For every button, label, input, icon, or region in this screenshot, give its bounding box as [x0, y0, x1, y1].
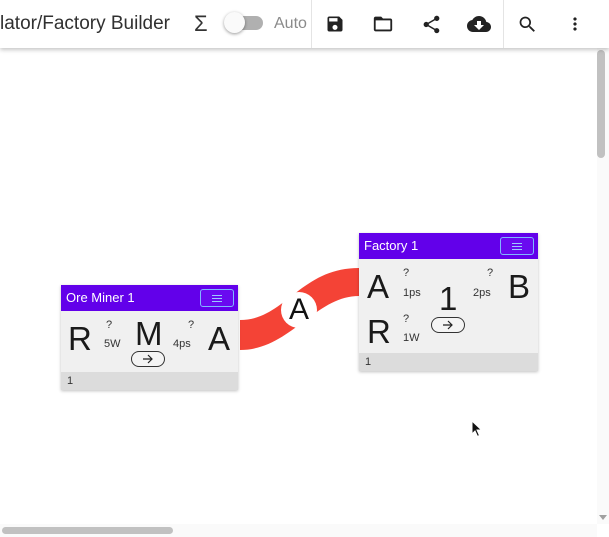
sigma-icon[interactable]: Σ — [194, 11, 208, 36]
toolbar-divider — [311, 0, 312, 48]
vertical-scroll-thumb[interactable] — [597, 50, 605, 158]
node-menu-button[interactable] — [200, 289, 234, 307]
output-rate: 2ps — [473, 287, 491, 299]
arrow-right-icon — [443, 320, 453, 330]
scroll-down-icon[interactable] — [599, 515, 607, 520]
horizontal-scroll-thumb[interactable] — [2, 527, 173, 534]
save-icon[interactable] — [323, 12, 347, 36]
input-qty: ? — [106, 319, 113, 331]
node-header: Factory 1 — [359, 233, 538, 259]
input-qty: ? — [403, 267, 410, 279]
arrow-right-icon — [143, 354, 153, 364]
menu-icon — [212, 294, 222, 302]
input-qty: ? — [403, 313, 410, 325]
output-symbol: A — [208, 320, 231, 357]
node-title: Factory 1 — [364, 238, 419, 253]
toolbar-divider — [503, 0, 504, 48]
node-center-symbol: M — [135, 315, 163, 352]
input-rate: 1W — [403, 332, 420, 344]
node-title: Ore Miner 1 — [66, 290, 135, 305]
input-symbol: A — [367, 268, 390, 305]
search-icon[interactable] — [515, 12, 539, 36]
cloud-download-icon[interactable] — [467, 12, 491, 36]
node-footer: 1 — [61, 372, 238, 390]
vertical-scrollbar[interactable] — [597, 48, 609, 524]
auto-toggle[interactable] — [224, 12, 245, 33]
arrow-right-button[interactable] — [131, 351, 165, 367]
arrow-right-button[interactable] — [431, 317, 465, 333]
output-qty: ? — [487, 267, 494, 279]
share-icon[interactable] — [419, 12, 443, 36]
output-qty: ? — [188, 319, 195, 331]
input-symbol: R — [367, 313, 391, 350]
input-rate: 5W — [104, 338, 121, 350]
node-menu-button[interactable] — [500, 237, 534, 255]
connection-label: A — [281, 292, 317, 328]
auto-label: Auto — [274, 15, 307, 32]
node-center-symbol: 1 — [439, 280, 458, 317]
output-symbol: B — [508, 268, 531, 305]
more-vert-icon[interactable] — [563, 12, 587, 36]
app-toolbar: lator/Factory Builder Σ Auto — [0, 0, 609, 48]
menu-icon — [512, 242, 522, 250]
output-rate: 4ps — [173, 338, 191, 350]
input-symbol: R — [68, 320, 92, 357]
folder-icon[interactable] — [371, 12, 395, 36]
node-count: 1 — [67, 375, 74, 387]
node-ore-miner[interactable]: Ore Miner 1 R ? 5W M ? 4ps A 1 — [61, 285, 238, 390]
input-rate: 1ps — [403, 287, 421, 299]
app-title: lator/Factory Builder — [0, 13, 171, 34]
node-count: 1 — [365, 356, 372, 368]
node-header: Ore Miner 1 — [61, 285, 238, 311]
mouse-cursor-icon — [471, 420, 483, 438]
node-footer: 1 — [359, 353, 538, 371]
node-factory[interactable]: Factory 1 A ? 1ps R ? 1W 1 ? 2ps B 1 — [359, 233, 538, 371]
